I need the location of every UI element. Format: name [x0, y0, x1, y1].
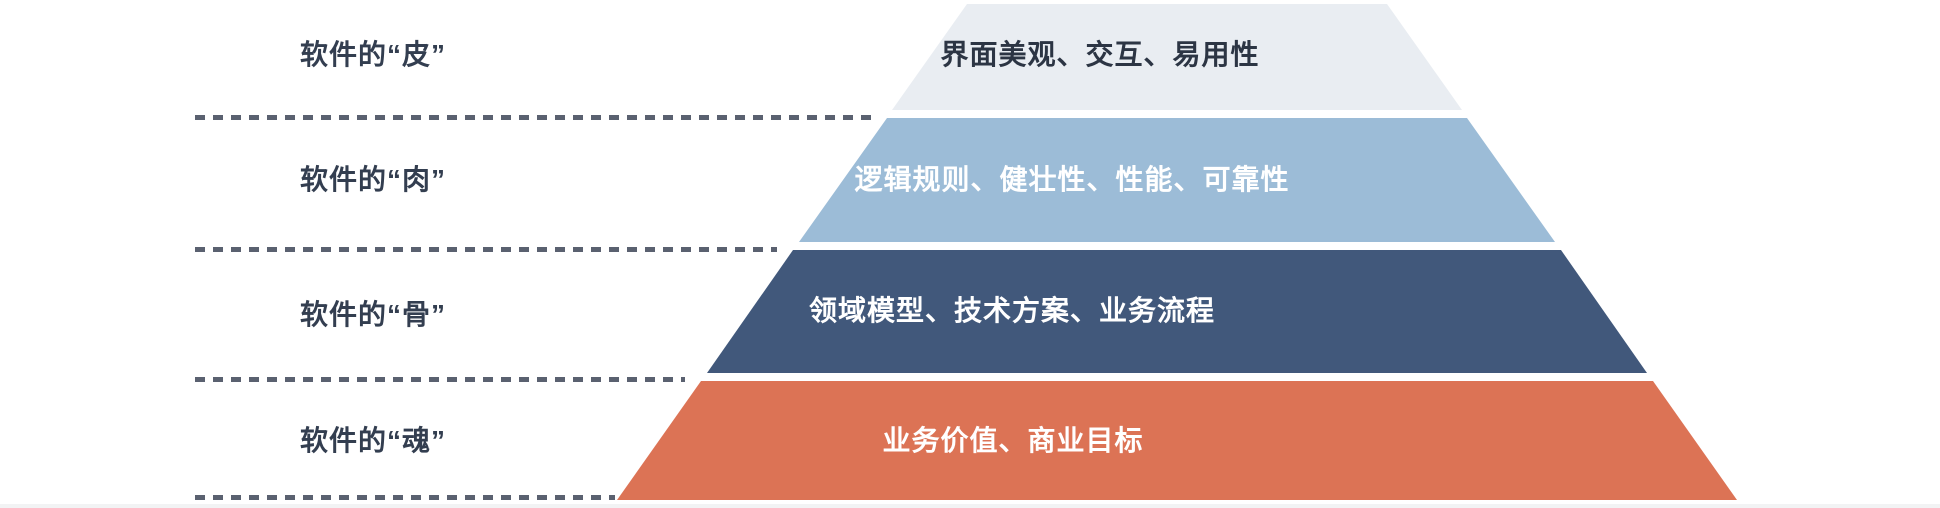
dashed-separator-4	[195, 495, 615, 500]
side-label-flesh: 软件的“肉”	[300, 164, 447, 195]
side-label-soul: 软件的“魂”	[300, 425, 447, 456]
bottom-edge-strip	[0, 504, 1940, 508]
layer-caption-soul: 业务价值、商业目标	[882, 425, 1144, 456]
layer-caption-flesh: 逻辑规则、健壮性、性能、可靠性	[854, 164, 1290, 195]
side-label-skin: 软件的“皮”	[300, 39, 447, 70]
pyramid-layer-flesh	[799, 118, 1555, 242]
layer-caption-bone: 领域模型、技术方案、业务流程	[808, 295, 1215, 326]
layer-caption-skin: 界面美观、交互、易用性	[940, 39, 1260, 70]
dashed-separator-2	[195, 247, 777, 252]
pyramid-layer-skin	[892, 4, 1462, 110]
dashed-separator-3	[195, 377, 685, 382]
pyramid-layer-soul	[617, 381, 1737, 500]
side-label-bone: 软件的“骨”	[300, 299, 447, 330]
dashed-separator-1	[195, 115, 871, 120]
pyramid-layer-bone	[707, 250, 1647, 373]
